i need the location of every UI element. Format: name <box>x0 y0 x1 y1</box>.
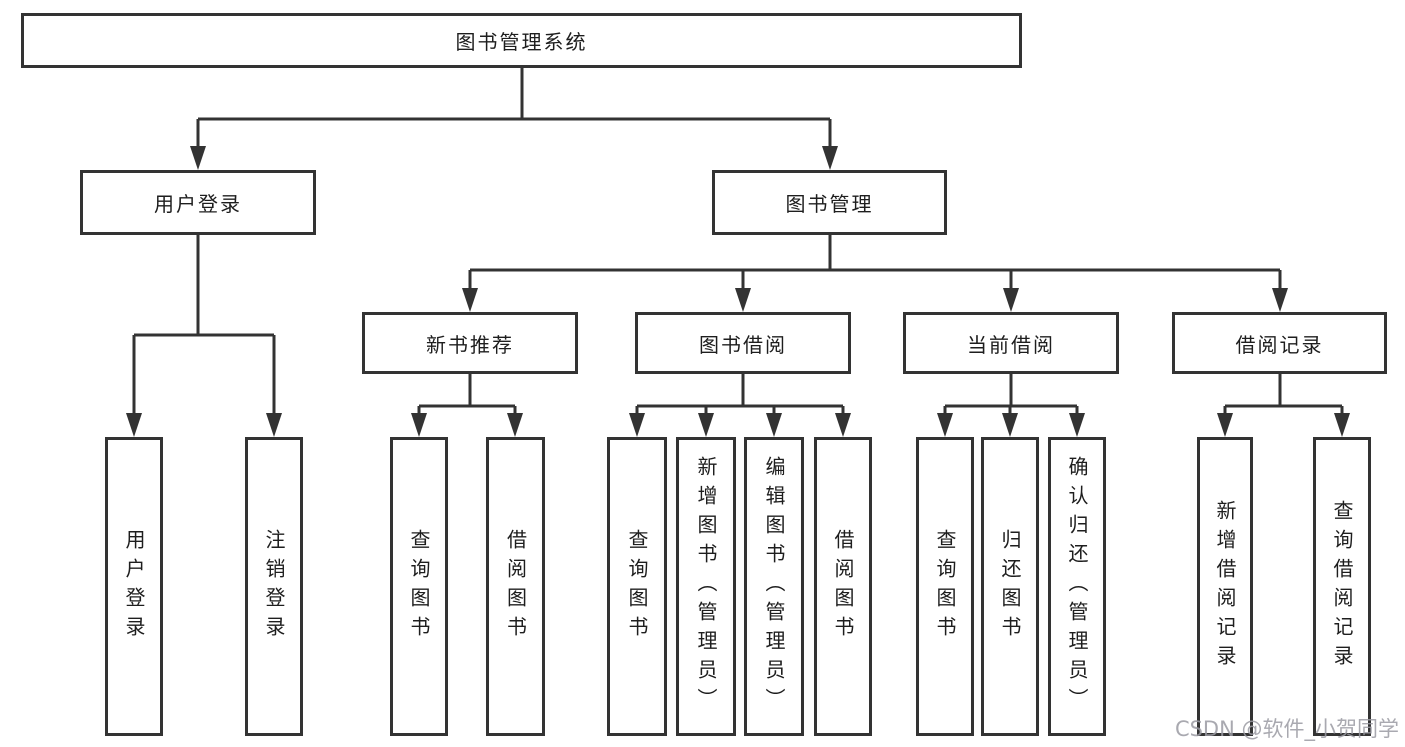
arrowhead <box>822 146 838 170</box>
node-label: 新增借阅记录 <box>1213 499 1237 674</box>
arrowhead <box>835 413 851 437</box>
node-label: 新增图书（管理员） <box>694 456 718 717</box>
node-nbr-borrow-books: 借阅图书 <box>486 437 545 736</box>
node-label: 新书推荐 <box>426 332 514 357</box>
node-bb-add-books: 新增图书（管理员） <box>676 437 736 736</box>
node-label: 归还图书 <box>998 528 1022 645</box>
arrowhead <box>507 413 523 437</box>
connector-borrowing-records-to-leaves <box>1223 374 1344 417</box>
node-br-query-record: 查询借阅记录 <box>1313 437 1371 736</box>
node-cb-query-books: 查询图书 <box>916 437 974 736</box>
csdn-watermark: CSDN @软件_小贺同学 <box>1174 717 1399 741</box>
node-label: 图书管理 <box>785 192 874 216</box>
arrowhead <box>1002 413 1018 437</box>
node-label: 查询借阅记录 <box>1330 499 1354 674</box>
node-library-management-system: 图书管理系统 <box>21 13 1022 68</box>
arrowhead <box>1069 413 1085 437</box>
connector-user-login-to-leaves <box>132 235 276 417</box>
arrowhead <box>1272 288 1288 312</box>
node-borrowing-records: 借阅记录 <box>1172 312 1387 374</box>
node-bb-edit-books: 编辑图书（管理员） <box>744 437 804 736</box>
node-label: 查询图书 <box>933 528 957 645</box>
node-cb-confirm-return: 确认归还（管理员） <box>1048 437 1106 736</box>
arrowhead <box>266 413 282 437</box>
arrowhead <box>766 413 782 437</box>
connector-book-borrowing-to-leaves <box>635 374 845 417</box>
arrowhead <box>1217 413 1233 437</box>
connector-current-borrowing-to-leaves <box>943 374 1079 417</box>
node-br-add-record: 新增借阅记录 <box>1197 437 1253 736</box>
node-new-book-recommendation: 新书推荐 <box>362 312 578 374</box>
node-user-login: 用户登录 <box>80 170 316 235</box>
node-label: 注销登录 <box>262 528 286 645</box>
connector-new-book-recommendation-to-leaves <box>417 374 517 417</box>
arrowhead <box>698 413 714 437</box>
node-nbr-query-books: 查询图书 <box>390 437 448 736</box>
node-bb-borrow-books: 借阅图书 <box>814 437 872 736</box>
node-label: 借阅图书 <box>503 528 528 645</box>
node-label: 借阅图书 <box>831 528 855 645</box>
arrowhead <box>411 413 427 437</box>
arrowhead <box>735 288 751 312</box>
node-book-management: 图书管理 <box>712 170 947 235</box>
arrowhead <box>629 413 645 437</box>
connector-book-management-to-level3 <box>468 235 1282 292</box>
arrowhead <box>190 146 206 170</box>
node-label: 用户登录 <box>154 192 242 216</box>
node-label: 编辑图书（管理员） <box>762 456 786 717</box>
node-label: 查询图书 <box>407 528 431 645</box>
node-label: 确认归还（管理员） <box>1065 456 1089 717</box>
node-label: 借阅记录 <box>1235 332 1324 357</box>
node-logout: 注销登录 <box>245 437 303 736</box>
arrowhead <box>1003 288 1019 312</box>
node-label: 用户登录 <box>122 528 146 645</box>
arrowhead <box>462 288 478 312</box>
node-label: 图书管理系统 <box>455 30 588 54</box>
node-label: 图书借阅 <box>699 332 787 357</box>
node-user-login-action: 用户登录 <box>105 437 163 736</box>
arrowhead <box>126 413 142 437</box>
connector-root-to-level2 <box>196 68 832 150</box>
node-label: 查询图书 <box>625 528 649 645</box>
arrowhead <box>1334 413 1350 437</box>
node-cb-return-books: 归还图书 <box>981 437 1039 736</box>
node-current-borrowing: 当前借阅 <box>903 312 1119 374</box>
node-label: 当前借阅 <box>967 332 1055 357</box>
arrowhead <box>937 413 953 437</box>
node-bb-query-books: 查询图书 <box>607 437 667 736</box>
node-book-borrowing: 图书借阅 <box>635 312 851 374</box>
